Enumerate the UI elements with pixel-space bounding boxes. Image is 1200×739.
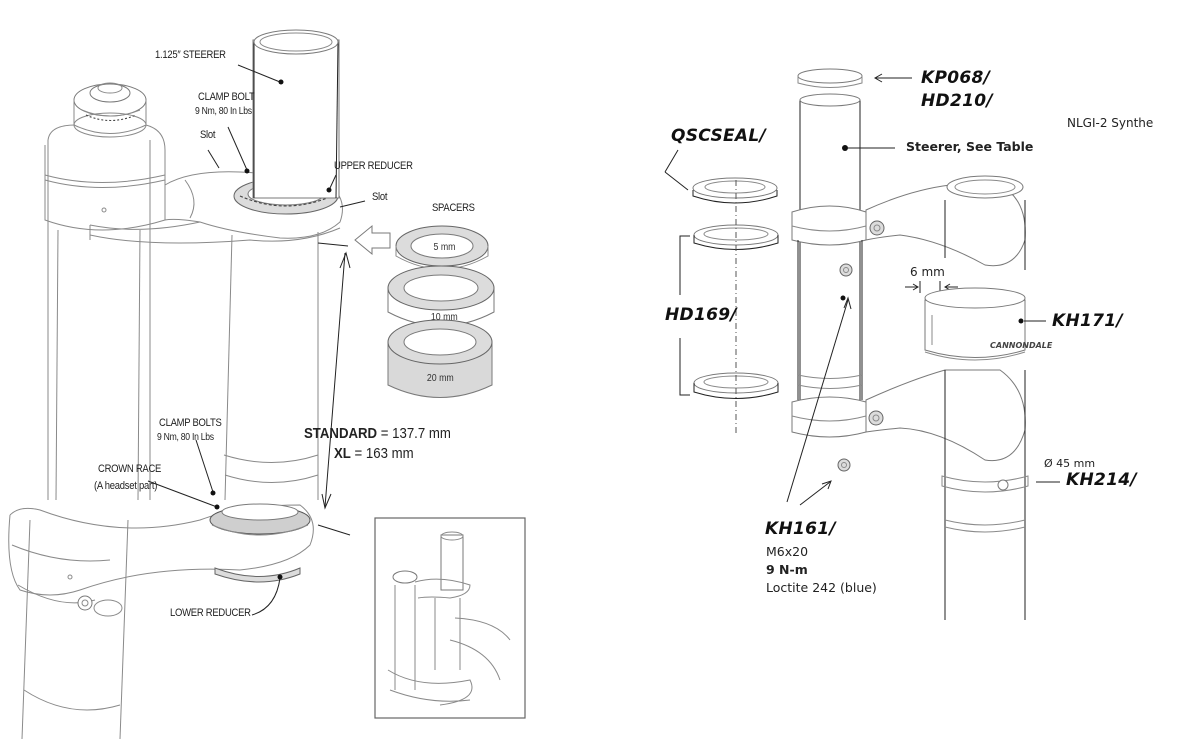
lower-steerer <box>223 232 319 501</box>
bolt-torque: 9 N-m <box>766 562 808 577</box>
slot-label-left: Slot <box>200 129 216 141</box>
right-steerer-tube <box>799 93 895 400</box>
spacer-10mm-label: 10 mm <box>430 312 458 323</box>
part-kh161: KH161/ <box>765 519 836 539</box>
standard-length-value: = 137.7 mm <box>380 425 451 442</box>
clamp-bolt-torque: 9 Nm, 80 In Lbs <box>195 106 252 117</box>
right-fork-illustration: CANNONDALE <box>664 68 1060 620</box>
part-hd210: HD210/ <box>921 91 993 111</box>
hd169-bracket <box>679 235 690 396</box>
bolt-threadlock: Loctite 242 (blue) <box>766 580 877 595</box>
crown-race-title: CROWN RACE <box>98 463 162 475</box>
spacers-illustration <box>387 225 495 398</box>
left-leader-lines <box>147 64 366 616</box>
slot-label-right: Slot <box>372 191 388 203</box>
lower-crown-clamp <box>791 369 1026 620</box>
insert-arrow <box>354 224 391 256</box>
grease-note: NLGI-2 Synthe <box>1067 116 1154 130</box>
spacer-20mm <box>387 319 493 398</box>
steerer-label: 1.125″ STEERER <box>155 49 226 61</box>
crown-race <box>209 503 311 536</box>
lower-reducer <box>214 567 301 583</box>
xl-length-label: XL <box>334 445 351 462</box>
upper-crown-cylinder <box>44 124 166 231</box>
upper-reducer-label: UPPER REDUCER <box>334 160 413 172</box>
axle-clamp <box>77 595 123 617</box>
inset-install-photo <box>374 517 526 719</box>
lower-reducer-label: LOWER REDUCER <box>170 607 251 619</box>
spacer-5mm-label: 5 mm <box>433 242 456 253</box>
clamp-bolts-title: CLAMP BOLTS <box>159 417 222 429</box>
xl-length: XL = 163 mm <box>334 445 414 462</box>
kh171-sleeve: CANNONDALE <box>924 287 1053 361</box>
damper-knob <box>73 82 147 138</box>
standard-length-label: STANDARD <box>304 425 378 442</box>
steerer-body <box>797 240 863 400</box>
part-kp068: KP068/ <box>921 68 991 88</box>
steerer-note: Steerer, See Table <box>906 139 1034 154</box>
spacer-20mm-label: 20 mm <box>426 373 454 384</box>
upper-crown-arm <box>89 171 343 244</box>
clamp-bolts-torque: 9 Nm, 80 In Lbs <box>157 432 214 443</box>
crown-race-note: (A headset part) <box>94 480 158 492</box>
left-stanchion <box>21 140 151 739</box>
part-kh171: KH171/ <box>1052 311 1123 331</box>
gap-dimension-label: 6 mm <box>910 265 945 279</box>
diameter-label: Ø 45 mm <box>1044 457 1096 470</box>
standard-length: STANDARD = 137.7 mm <box>304 425 451 442</box>
kh161-bolts <box>786 296 852 506</box>
steerer-tube <box>252 29 340 199</box>
part-hd169: HD169/ <box>665 305 737 325</box>
clamp-bolt-title: CLAMP BOLT <box>198 91 255 103</box>
spacer-10mm <box>387 265 495 327</box>
qsc-seal <box>664 149 778 204</box>
spacers-title: SPACERS <box>432 202 475 214</box>
top-cap <box>797 68 912 88</box>
spacer-5mm <box>395 225 489 270</box>
upper-crown-clamp <box>791 175 1026 270</box>
gap-dimension <box>905 281 958 293</box>
part-qscseal: QSCSEAL/ <box>671 126 767 146</box>
kh214-clamp <box>941 475 1060 493</box>
left-fork-illustration <box>8 29 526 739</box>
xl-length-value: = 163 mm <box>354 445 414 462</box>
bolt-size: M6x20 <box>766 544 809 559</box>
sleeve-brand-logo: CANNONDALE <box>990 341 1053 350</box>
part-kh214: KH214/ <box>1066 470 1137 490</box>
